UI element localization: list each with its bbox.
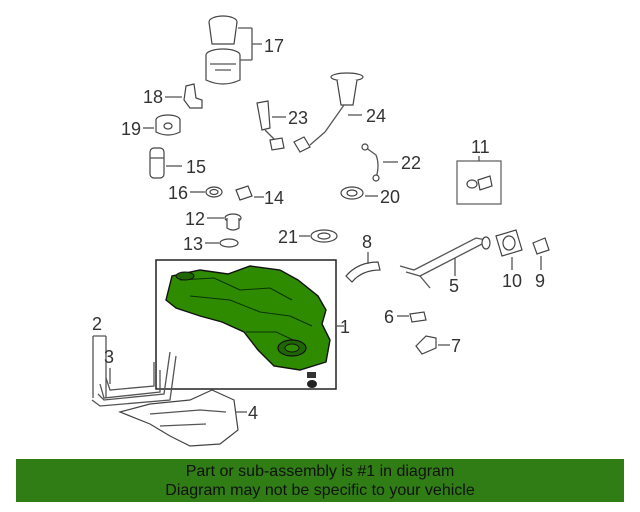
- callout-1: 1: [340, 317, 350, 337]
- part-9-cap[interactable]: [532, 237, 550, 255]
- callout-8: 8: [362, 232, 372, 252]
- callout-6: 6: [384, 307, 394, 327]
- part-22-hose[interactable]: [361, 143, 380, 182]
- callout-3: 3: [104, 347, 114, 367]
- part-14-clip[interactable]: [235, 185, 253, 201]
- banner-line-2: Diagram may not be specific to your vehi…: [165, 482, 475, 499]
- part-18-bracket[interactable]: [183, 83, 203, 109]
- callout-2: 2: [92, 314, 102, 334]
- callout-12: 12: [185, 209, 205, 229]
- callout-4: 4: [248, 403, 258, 423]
- part-19-filter[interactable]: [155, 114, 181, 136]
- part-11-box[interactable]: [456, 160, 502, 205]
- part-2-3-straps[interactable]: [91, 351, 177, 407]
- callout-21: 21: [278, 227, 298, 247]
- part-21-ring[interactable]: [310, 229, 338, 243]
- callout-24: 24: [366, 106, 386, 126]
- info-banner: Part or sub-assembly is #1 in diagram Di…: [16, 459, 624, 502]
- part-20-ring[interactable]: [340, 186, 364, 200]
- callout-14: 14: [264, 188, 284, 208]
- part-8-hose[interactable]: [345, 261, 381, 283]
- part-17-pump-housing[interactable]: [205, 15, 241, 85]
- callout-17: 17: [264, 36, 284, 56]
- callout-5: 5: [449, 276, 459, 296]
- part-6-clamp[interactable]: [409, 311, 427, 323]
- callout-18: 18: [143, 87, 163, 107]
- part-12-valve[interactable]: [224, 213, 242, 231]
- part-23-sender[interactable]: [256, 100, 285, 151]
- callout-15: 15: [186, 157, 206, 177]
- part-4-protector[interactable]: [118, 389, 239, 447]
- callout-7: 7: [451, 336, 461, 356]
- part-1-fuel-tank[interactable]: [155, 259, 337, 390]
- callout-23: 23: [288, 108, 308, 128]
- callout-13: 13: [183, 234, 203, 254]
- part-5-filler-pipe[interactable]: [399, 236, 491, 289]
- callout-19: 19: [121, 119, 141, 139]
- callout-11: 11: [471, 137, 490, 157]
- callout-10: 10: [502, 271, 522, 291]
- part-7-bracket[interactable]: [415, 335, 437, 355]
- part-15-fuel-pump[interactable]: [149, 147, 165, 179]
- callout-22: 22: [401, 153, 421, 173]
- callout-20: 20: [380, 187, 400, 207]
- part-13-gasket[interactable]: [219, 238, 239, 248]
- part-16-seal[interactable]: [205, 186, 223, 198]
- banner-line-1: Part or sub-assembly is #1 in diagram: [185, 463, 455, 480]
- callout-16: 16: [168, 183, 188, 203]
- part-24-gauge[interactable]: [293, 72, 364, 153]
- callout-9: 9: [535, 271, 545, 291]
- part-10-filler-door[interactable]: [495, 229, 523, 257]
